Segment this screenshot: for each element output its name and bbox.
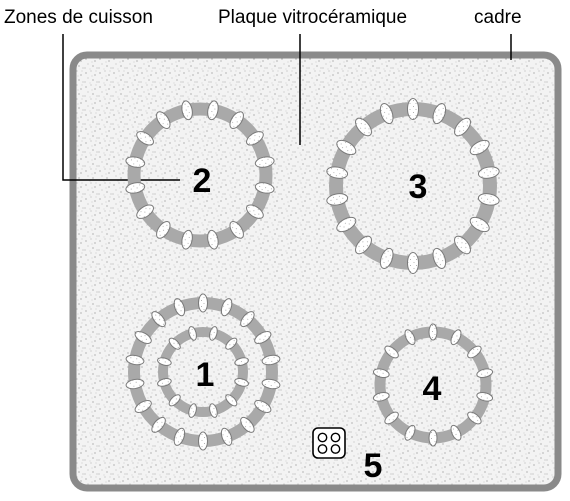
- cooking-zones-leader-line: [62, 34, 180, 181]
- ring-mark: [240, 416, 255, 433]
- ring-mark: [156, 221, 171, 239]
- ring-mark: [404, 329, 416, 346]
- ring-mark: [407, 252, 419, 274]
- ring-mark: [207, 100, 219, 121]
- ring-mark: [151, 416, 166, 433]
- ring-mark: [168, 394, 181, 407]
- ring-mark: [336, 216, 357, 233]
- ring-mark: [220, 298, 233, 317]
- ring-mark: [477, 166, 500, 179]
- ring-mark: [254, 400, 272, 413]
- ring-mark: [151, 311, 166, 328]
- ring-mark: [476, 392, 494, 402]
- zone-4-number: 4: [423, 370, 442, 408]
- ring-mark: [134, 331, 152, 344]
- ring-mark: [384, 411, 399, 425]
- ring-mark: [476, 368, 494, 378]
- ring-mark: [336, 139, 357, 156]
- ring-mark: [254, 331, 272, 344]
- control-number: 5: [364, 447, 383, 485]
- ring-mark: [407, 98, 419, 120]
- ring-mark: [469, 139, 490, 156]
- ring-mark: [379, 103, 394, 125]
- ring-mark: [125, 354, 145, 366]
- ring-mark: [229, 111, 244, 129]
- ring-mark: [173, 427, 186, 446]
- ring-mark: [181, 229, 193, 250]
- ring-mark: [188, 403, 197, 418]
- ring-mark: [209, 326, 218, 341]
- ring-mark: [432, 103, 447, 125]
- ring-mark: [254, 156, 275, 168]
- zone-1-number: 1: [196, 356, 215, 394]
- ring-mark: [384, 345, 399, 359]
- ring-mark: [229, 221, 244, 239]
- ring-mark: [246, 204, 264, 219]
- zone-3-number: 3: [409, 168, 428, 206]
- ring-mark: [372, 368, 390, 378]
- ring-mark: [234, 378, 249, 387]
- ring-mark: [450, 424, 462, 441]
- cooking-zone-4: 4: [372, 323, 494, 447]
- ring-mark: [261, 354, 281, 366]
- ring-mark: [181, 100, 193, 121]
- ring-mark: [198, 293, 208, 313]
- ring-mark: [225, 337, 238, 350]
- ring-mark: [240, 311, 255, 328]
- ring-mark: [467, 345, 482, 359]
- ring-mark: [428, 323, 438, 341]
- ring-mark: [136, 131, 154, 146]
- ring-mark: [326, 193, 349, 206]
- cooktop-frame: [69, 51, 562, 492]
- ring-mark: [157, 378, 172, 387]
- ring-mark: [261, 378, 281, 390]
- ring-mark: [450, 329, 462, 346]
- ring-mark: [209, 403, 218, 418]
- ring-mark: [469, 216, 490, 233]
- ring-mark: [404, 424, 416, 441]
- ring-mark: [125, 378, 145, 390]
- ring-mark: [157, 357, 172, 366]
- ring-mark: [355, 117, 372, 137]
- ring-mark: [173, 298, 186, 317]
- ring-mark: [168, 337, 181, 350]
- cooking-zone-2: 2: [125, 100, 275, 250]
- ring-mark: [207, 229, 219, 250]
- cooking-zones-label: Zones de cuisson: [4, 7, 153, 28]
- four-burner-control-icon: [312, 427, 346, 459]
- ring-mark: [134, 400, 152, 413]
- ring-mark: [379, 247, 394, 269]
- cooking-zone-1: 1: [125, 293, 281, 451]
- ring-mark: [428, 429, 438, 447]
- ring-mark: [326, 166, 349, 179]
- ring-mark: [477, 193, 500, 206]
- frame-label: cadre: [474, 7, 522, 28]
- ring-mark: [125, 156, 146, 168]
- ring-mark: [355, 235, 372, 255]
- ring-mark: [198, 431, 208, 451]
- ring-mark: [234, 357, 249, 366]
- ring-mark: [125, 182, 146, 194]
- cooking-zone-3: 3: [326, 98, 500, 274]
- ring-mark: [225, 394, 238, 407]
- zone-2-number: 2: [193, 162, 212, 200]
- ring-mark: [136, 204, 154, 219]
- ceramic-hob-label: Plaque vitrocéramique: [218, 7, 408, 28]
- ring-mark: [454, 117, 471, 137]
- heating-ring: [158, 327, 248, 417]
- ring-mark: [246, 131, 264, 146]
- ring-mark: [156, 111, 171, 129]
- ring-mark: [220, 427, 233, 446]
- ring-mark: [372, 392, 390, 402]
- ring-mark: [432, 247, 447, 269]
- heating-ring: [127, 102, 273, 248]
- ring-mark: [188, 326, 197, 341]
- ring-mark: [254, 182, 275, 194]
- ring-mark: [454, 235, 471, 255]
- ring-mark: [467, 411, 482, 425]
